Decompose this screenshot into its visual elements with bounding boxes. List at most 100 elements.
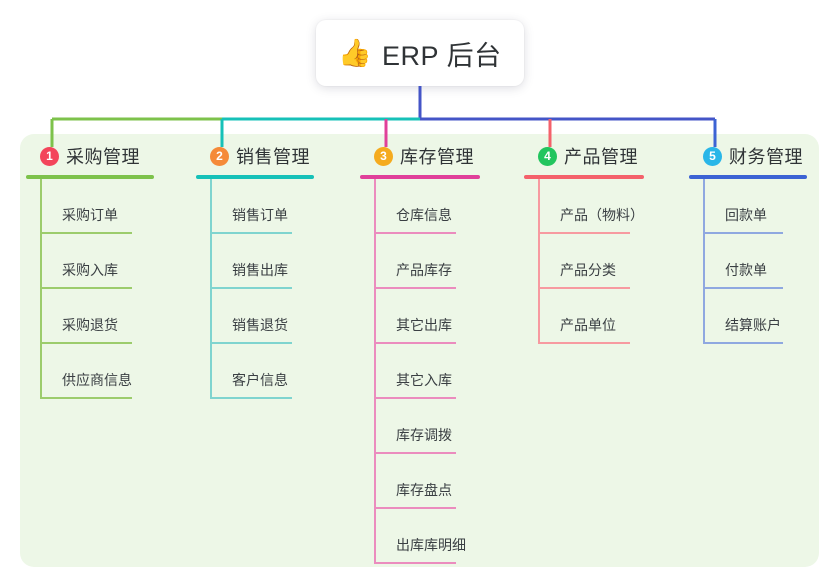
content-panel — [20, 134, 819, 567]
leaf-label: 其它出库 — [396, 317, 452, 333]
leaf-rule — [40, 342, 132, 344]
leaf-rule — [374, 452, 456, 454]
leaf-label: 采购入库 — [62, 262, 118, 278]
leaf-label: 销售订单 — [232, 207, 288, 223]
column-spine-5 — [703, 179, 705, 344]
leaf-rule — [374, 397, 456, 399]
column-spine-4 — [538, 179, 540, 344]
leaf-label: 仓库信息 — [396, 207, 452, 223]
column-badge-2: 2 — [210, 146, 229, 166]
column-items-3: 仓库信息产品库存其它出库其它入库库存调拨库存盘点出库库明细 — [374, 179, 480, 564]
column-rule-4 — [524, 175, 644, 179]
leaf-rule — [374, 507, 456, 509]
leaf-rule — [538, 232, 630, 234]
leaf-rule — [40, 397, 132, 399]
leaf-label: 结算账户 — [725, 317, 781, 333]
column-title-1: 采购管理 — [66, 147, 140, 167]
column-1: 1 采购管理采购订单采购入库采购退货供应商信息 — [26, 142, 154, 399]
leaf-label: 销售退货 — [232, 317, 288, 333]
leaf-node[interactable]: 销售退货 — [210, 289, 314, 344]
leaf-label: 客户信息 — [232, 372, 288, 388]
column-badge-1: 1 — [40, 146, 59, 166]
leaf-label: 付款单 — [725, 262, 767, 278]
leaf-rule — [40, 232, 132, 234]
leaf-node[interactable]: 产品单位 — [538, 289, 644, 344]
column-3: 3 库存管理仓库信息产品库存其它出库其它入库库存调拨库存盘点出库库明细 — [360, 142, 480, 564]
leaf-label: 产品（物料） — [560, 207, 644, 223]
leaf-node[interactable]: 付款单 — [703, 234, 807, 289]
leaf-node[interactable]: 其它出库 — [374, 289, 480, 344]
leaf-rule — [703, 287, 783, 289]
leaf-node[interactable]: 供应商信息 — [40, 344, 154, 399]
leaf-label: 库存调拨 — [396, 427, 452, 443]
leaf-node[interactable]: 库存盘点 — [374, 454, 480, 509]
leaf-rule — [210, 232, 292, 234]
column-rule-2 — [196, 175, 314, 179]
leaf-rule — [703, 342, 783, 344]
leaf-node[interactable]: 仓库信息 — [374, 179, 480, 234]
leaf-rule — [538, 342, 630, 344]
leaf-node[interactable]: 采购退货 — [40, 289, 154, 344]
leaf-node[interactable]: 回款单 — [703, 179, 807, 234]
column-header-2[interactable]: 2 销售管理 — [196, 142, 314, 170]
column-2: 2 销售管理销售订单销售出库销售退货客户信息 — [196, 142, 314, 399]
column-header-1[interactable]: 1 采购管理 — [26, 142, 154, 170]
leaf-node[interactable]: 销售出库 — [210, 234, 314, 289]
column-title-5: 财务管理 — [729, 147, 803, 167]
column-badge-5: 5 — [703, 146, 722, 166]
column-items-2: 销售订单销售出库销售退货客户信息 — [210, 179, 314, 399]
column-rule-3 — [360, 175, 480, 179]
leaf-label: 采购订单 — [62, 207, 118, 223]
column-title-3: 库存管理 — [400, 147, 474, 167]
column-5: 5 财务管理回款单付款单结算账户 — [689, 142, 807, 344]
leaf-label: 产品库存 — [396, 262, 452, 278]
thumbs-up-icon: 👍 — [338, 37, 373, 68]
column-badge-3: 3 — [374, 146, 393, 166]
leaf-node[interactable]: 库存调拨 — [374, 399, 480, 454]
column-items-5: 回款单付款单结算账户 — [703, 179, 807, 344]
leaf-node[interactable]: 产品分类 — [538, 234, 644, 289]
leaf-node[interactable]: 出库库明细 — [374, 509, 480, 564]
column-rule-5 — [689, 175, 807, 179]
column-spine-3 — [374, 179, 376, 564]
root-node[interactable]: 👍 ERP 后台 — [316, 20, 524, 86]
leaf-rule — [210, 342, 292, 344]
leaf-label: 供应商信息 — [62, 372, 132, 388]
column-items-1: 采购订单采购入库采购退货供应商信息 — [40, 179, 154, 399]
column-4: 4 产品管理产品（物料） 产品分类产品单位 — [524, 142, 644, 344]
leaf-label: 库存盘点 — [396, 482, 452, 498]
leaf-node[interactable]: 产品（物料） — [538, 179, 644, 234]
column-badge-4: 4 — [538, 146, 557, 166]
leaf-label: 其它入库 — [396, 372, 452, 388]
leaf-label: 产品单位 — [560, 317, 616, 333]
column-title-4: 产品管理 — [564, 147, 638, 167]
leaf-rule — [703, 232, 783, 234]
leaf-rule — [210, 287, 292, 289]
leaf-label: 采购退货 — [62, 317, 118, 333]
leaf-label: 销售出库 — [232, 262, 288, 278]
leaf-node[interactable]: 销售订单 — [210, 179, 314, 234]
leaf-node[interactable]: 结算账户 — [703, 289, 807, 344]
column-header-4[interactable]: 4 产品管理 — [524, 142, 644, 170]
leaf-node[interactable]: 客户信息 — [210, 344, 314, 399]
leaf-node[interactable]: 采购订单 — [40, 179, 154, 234]
leaf-rule — [538, 287, 630, 289]
leaf-node[interactable]: 采购入库 — [40, 234, 154, 289]
column-header-5[interactable]: 5 财务管理 — [689, 142, 807, 170]
leaf-rule — [374, 342, 456, 344]
leaf-label: 出库库明细 — [396, 537, 466, 553]
leaf-rule — [210, 397, 292, 399]
leaf-rule — [374, 287, 456, 289]
column-title-2: 销售管理 — [236, 147, 310, 167]
leaf-node[interactable]: 产品库存 — [374, 234, 480, 289]
column-items-4: 产品（物料） 产品分类产品单位 — [538, 179, 644, 344]
column-spine-2 — [210, 179, 212, 399]
column-spine-1 — [40, 179, 42, 399]
leaf-label: 产品分类 — [560, 262, 616, 278]
leaf-node[interactable]: 其它入库 — [374, 344, 480, 399]
column-header-3[interactable]: 3 库存管理 — [360, 142, 480, 170]
leaf-rule — [40, 287, 132, 289]
root-node-label: ERP 后台 — [382, 40, 502, 71]
column-rule-1 — [26, 175, 154, 179]
